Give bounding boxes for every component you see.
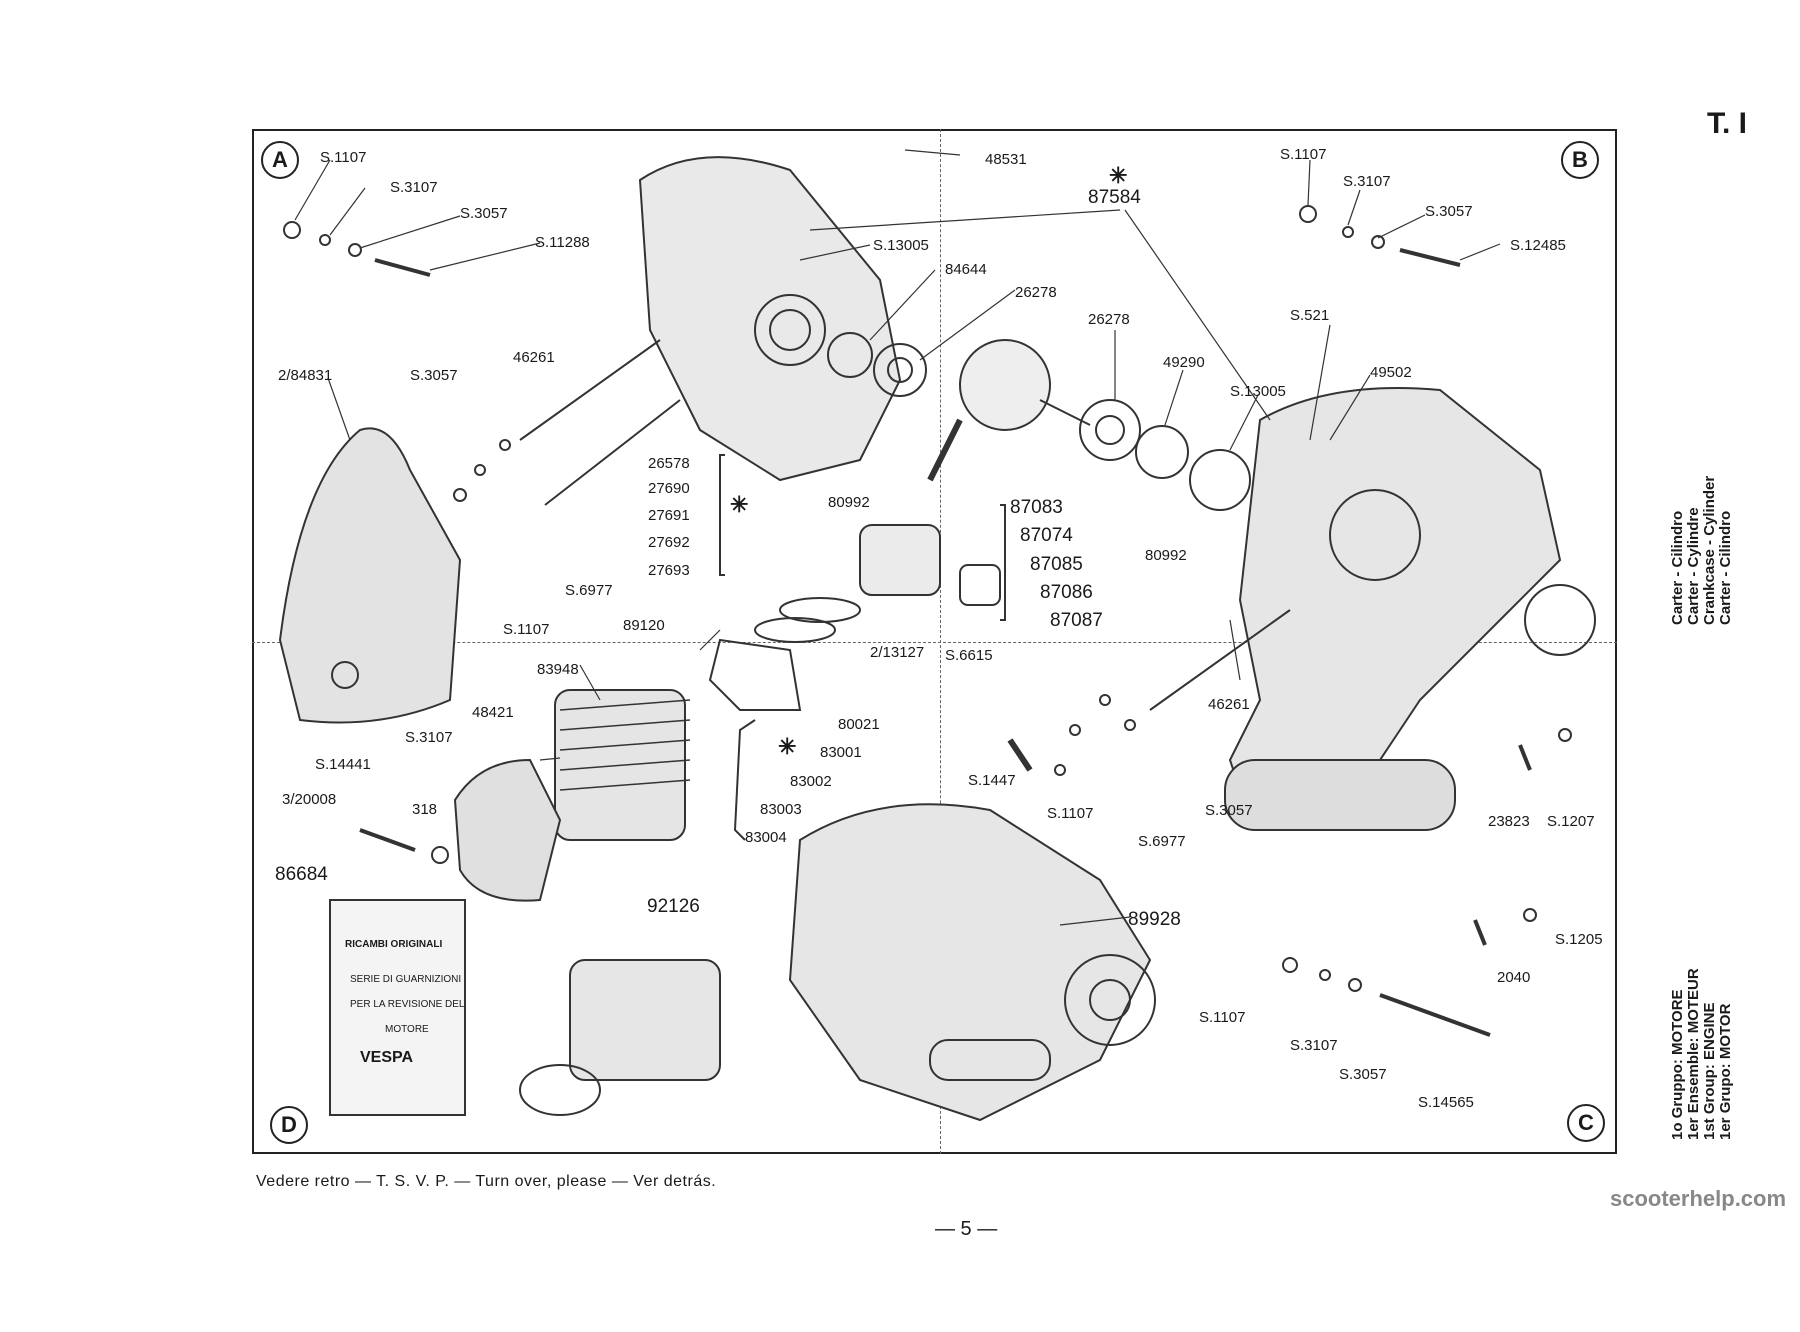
part-label: S.521 [1290,307,1330,324]
new-part-star: ✳ [1109,163,1128,188]
part-label: 92126 [647,896,700,917]
part-label: 87584 [1088,187,1141,208]
part-label: 80021 [838,716,880,733]
group-title: 1o Gruppo: MOTORE 1er Ensemble: MOTEUR 1… [1669,968,1734,1140]
part-label: 46261 [1208,696,1250,713]
part-label: 83003 [760,801,802,818]
gasket-kit-header: RICAMBI ORIGINALI [345,939,443,950]
part-label: 84644 [945,261,987,278]
part-label: 49290 [1163,354,1205,371]
part-label: S.3107 [1290,1037,1338,1054]
part-label: S.1107 [1047,805,1094,822]
part-label: 83001 [820,744,862,761]
part-label: 87083 [1010,497,1063,518]
part-label: S.3057 [460,205,508,222]
part-label: S.6977 [1138,833,1186,850]
part-label: S.6615 [945,647,993,664]
plate-label: T. I [1707,107,1748,140]
part-label: S.1107 [320,149,367,166]
part-label: S.3057 [1205,802,1253,819]
quadrant-divider-vertical [940,129,942,1154]
part-label: 89928 [1128,909,1181,930]
quadrant-marker-b: B [1561,141,1599,179]
part-label: 89120 [623,617,665,634]
diagram-frame [252,129,1617,1154]
part-label: 2040 [1497,969,1531,986]
part-label: 83004 [745,829,787,846]
part-label: S.1107 [1199,1009,1246,1026]
part-label: S.3057 [1339,1066,1387,1083]
part-label: 48421 [472,704,514,721]
part-label: 87085 [1030,554,1083,575]
part-label: 27693 [648,562,690,579]
part-label: S.3057 [410,367,458,384]
part-label: 2/13127 [870,644,925,661]
part-label: 27692 [648,534,690,551]
gasket-kit-brand: VESPA [360,1049,414,1066]
turn-over-note: Vedere retro — T. S. V. P. — Turn over, … [256,1173,717,1190]
page-number: — 5 — [935,1218,998,1240]
part-label: S.3107 [390,179,438,196]
part-label: 80992 [1145,547,1187,564]
part-label: S.14441 [315,756,371,773]
part-label: 27690 [648,480,690,497]
part-label: 48531 [985,151,1027,168]
part-label: S.3057 [1425,203,1473,220]
part-label: 86684 [275,864,328,885]
part-label: S.3107 [405,729,453,746]
part-label: S.13005 [1230,383,1286,400]
part-label: 26278 [1015,284,1057,301]
part-label: S.1107 [503,621,550,638]
quadrant-marker-a: A [261,141,299,179]
part-label: 87074 [1020,525,1073,546]
part-label: S.13005 [873,237,929,254]
part-label: 26578 [648,455,690,472]
new-part-star: ✳ [778,734,797,759]
part-label: 83948 [537,661,579,678]
part-label: 87087 [1050,610,1103,631]
quadrant-divider-horizontal [252,642,1617,644]
quadrant-marker-c: C [1567,1104,1605,1142]
part-label: 49502 [1370,364,1412,381]
part-label: 83002 [790,773,832,790]
part-label: 87086 [1040,582,1093,603]
part-label: S.6977 [565,582,613,599]
part-label: 3/20008 [282,791,337,808]
quadrant-marker-d: D [270,1106,308,1144]
part-label: S.1107 [1280,146,1327,163]
part-label: 23823 [1488,813,1530,830]
part-label: 46261 [513,349,555,366]
part-label: S.12485 [1510,237,1566,254]
gasket-kit-line: PER LA REVISIONE DEL [350,999,465,1010]
part-label: S.14565 [1418,1094,1474,1111]
part-label: S.11288 [535,234,590,251]
part-label: 318 [412,801,438,818]
part-label: S.1207 [1547,813,1595,830]
part-label: S.1447 [968,772,1016,789]
part-label: S.3107 [1343,173,1391,190]
part-label: 26278 [1088,311,1130,328]
part-label: 80992 [828,494,870,511]
part-label: 27691 [648,507,690,524]
gasket-kit-line: MOTORE [385,1024,429,1035]
part-label: 2/84831 [278,367,333,384]
section-title: Carter - Cilindro Carter - Cylindre Cran… [1669,475,1734,625]
new-part-star: ✳ [730,492,749,517]
gasket-kit-line: SERIE DI GUARNIZIONI [350,974,462,985]
part-label: S.1205 [1555,931,1603,948]
watermark: scooterhelp.com [1610,1186,1787,1211]
